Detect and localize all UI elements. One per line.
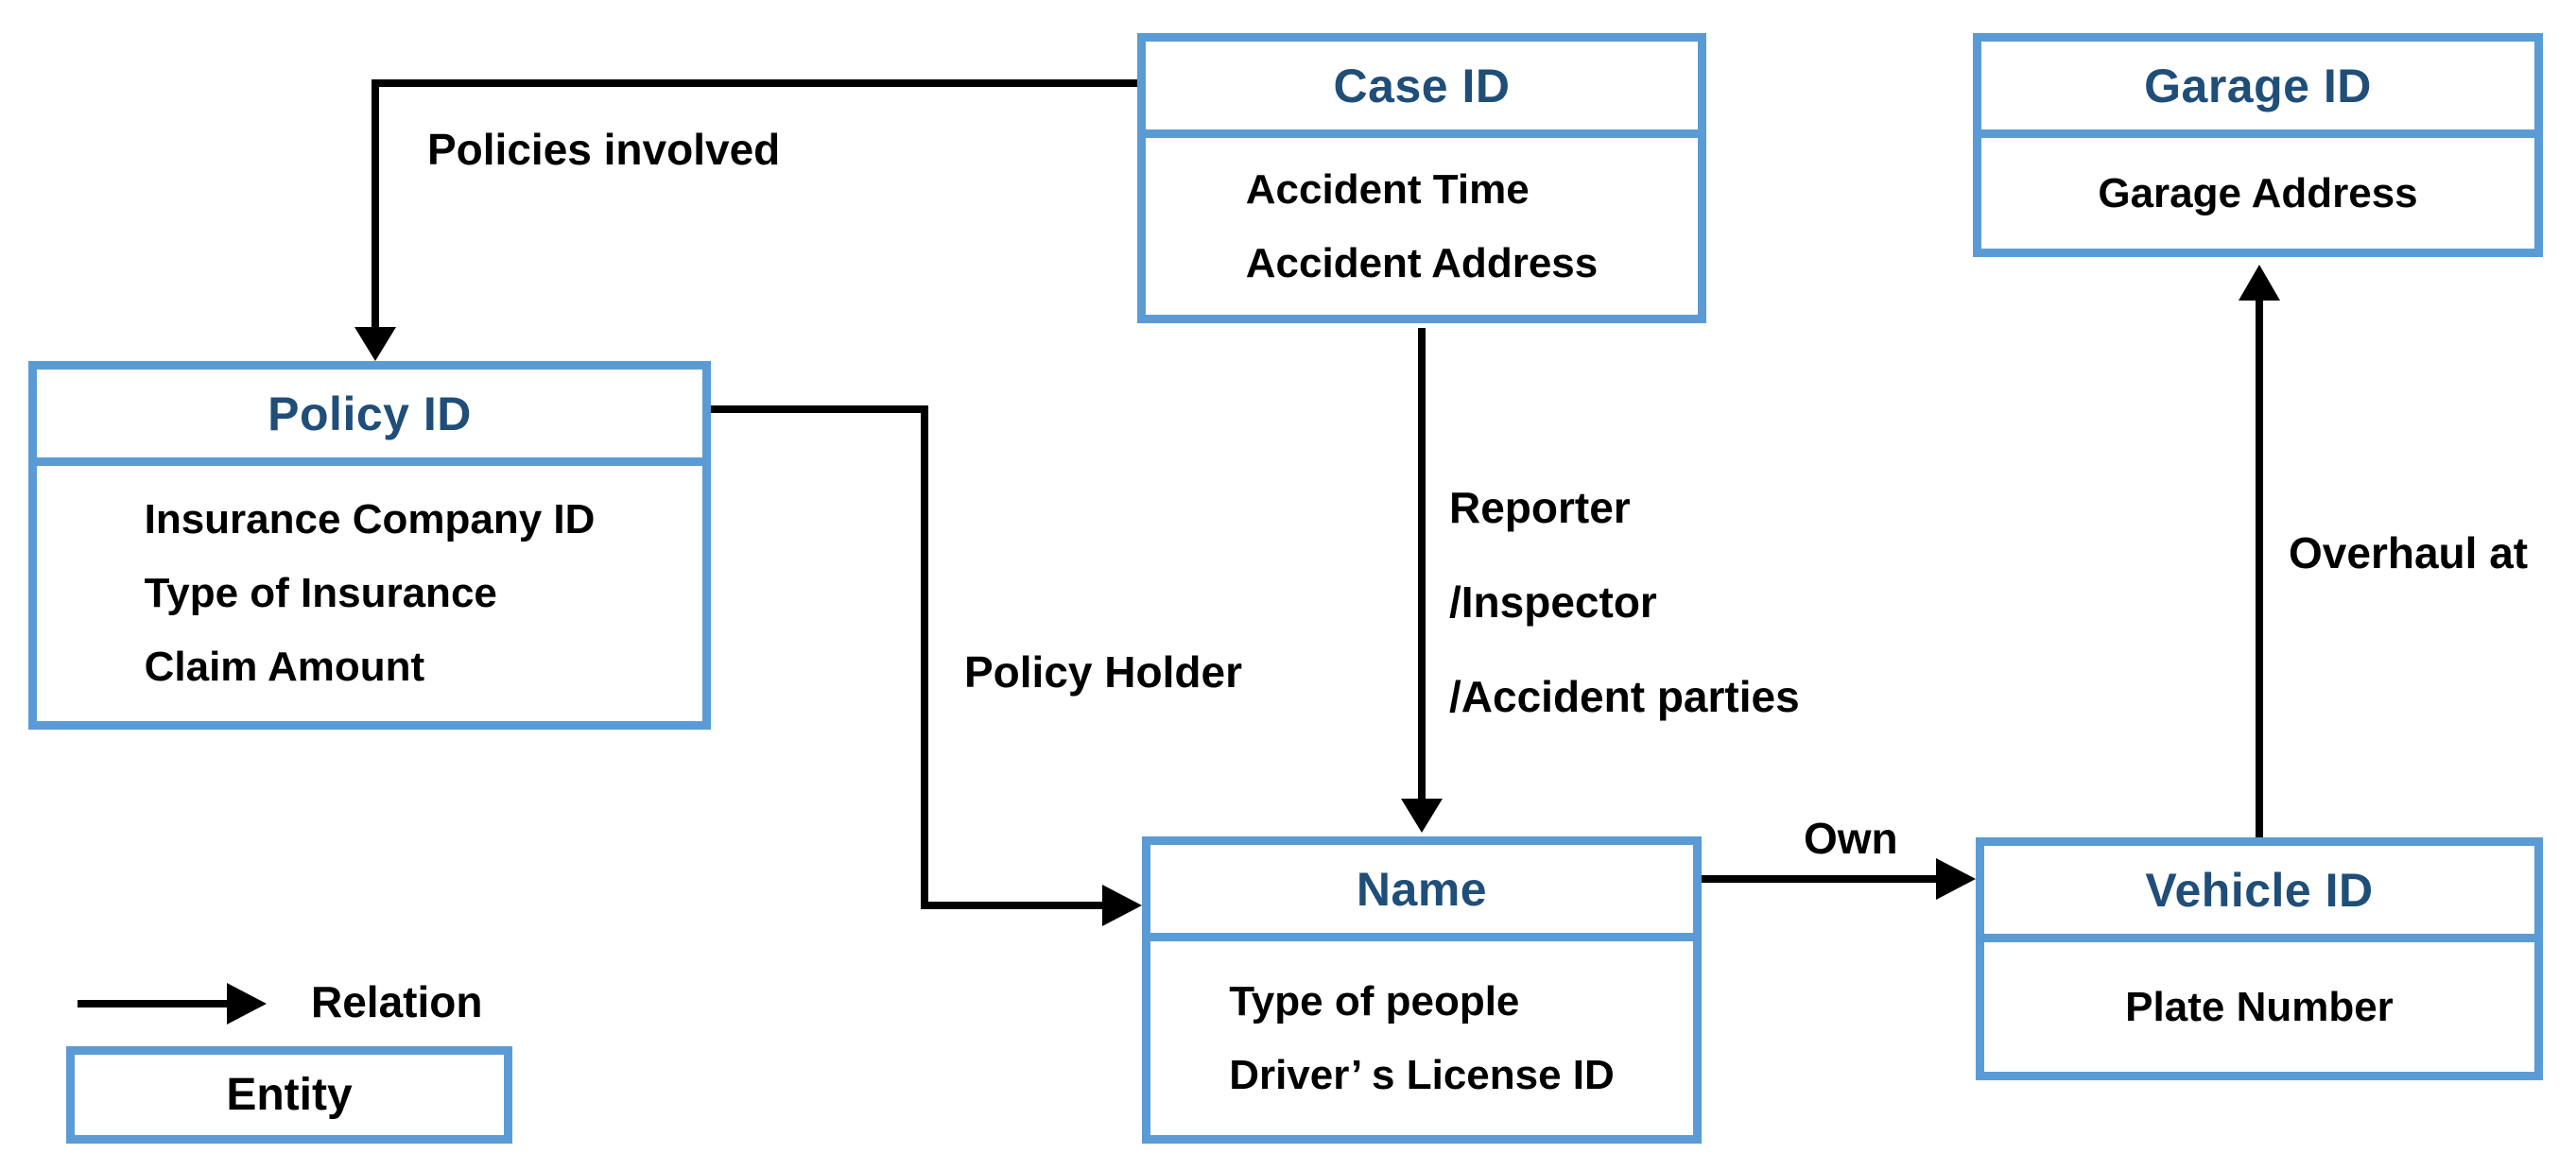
relation-policies-involved-arrowhead-icon: [354, 327, 396, 361]
relation-policy-holder-arrowhead-icon: [1102, 885, 1142, 926]
relation-reporter-arrowhead-icon: [1401, 799, 1443, 833]
relation-label-line: /Accident parties: [1449, 672, 1800, 721]
entity-name-body: Type of people Driver’ s License ID: [1150, 941, 1693, 1135]
entity-case-body: Accident Time Accident Address: [1146, 138, 1698, 315]
entity-case: Case ID Accident Time Accident Address: [1137, 33, 1706, 323]
entity-attribute: Insurance Company ID: [144, 496, 596, 542]
relation-policy-holder-line-horizontal-1: [711, 405, 928, 413]
entity-vehicle-title: Vehicle ID: [1984, 846, 2534, 942]
relation-label-policy-holder: Policy Holder: [964, 647, 1242, 697]
entity-attribute: Accident Address: [1245, 239, 1599, 286]
relation-label-overhaul-at: Overhaul at: [2289, 528, 2529, 577]
relation-overhaul-arrowhead-icon: [2239, 265, 2280, 301]
relation-policy-holder-line-horizontal-2: [921, 902, 1102, 909]
relation-policies-involved-line-horizontal: [372, 79, 1137, 87]
legend-entity-label: Entity: [226, 1070, 353, 1120]
entity-vehicle-body: Plate Number: [1984, 942, 2534, 1072]
entity-attribute: Claim Amount: [144, 644, 425, 690]
relation-label-own: Own: [1804, 814, 1898, 863]
entity-case-title: Case ID: [1146, 42, 1698, 138]
relation-reporter-line-vertical: [1418, 328, 1426, 799]
entity-policy-body: Insurance Company ID Type of Insurance C…: [37, 466, 702, 721]
entity-name: Name Type of people Driver’ s License ID: [1142, 836, 1702, 1144]
entity-attribute: Garage Address: [2098, 169, 2418, 216]
entity-attribute: Driver’ s License ID: [1229, 1051, 1615, 1098]
entity-policy: Policy ID Insurance Company ID Type of I…: [28, 361, 711, 730]
entity-vehicle: Vehicle ID Plate Number: [1976, 837, 2543, 1080]
legend-relation-label: Relation: [311, 977, 483, 1026]
entity-garage: Garage ID Garage Address: [1973, 33, 2543, 257]
relation-policies-involved-line-vertical: [372, 79, 379, 327]
entity-policy-title: Policy ID: [37, 370, 702, 466]
entity-name-title: Name: [1150, 845, 1693, 941]
relation-label-line: Reporter: [1449, 483, 1631, 532]
relation-label-reporter-inspector-parties: Reporter /Inspector /Accident parties: [1449, 460, 1800, 744]
entity-attribute: Type of people: [1229, 977, 1520, 1025]
legend-entity-box: Entity: [66, 1046, 512, 1144]
entity-attribute: Plate Number: [2125, 983, 2394, 1030]
relation-policy-holder-line-vertical: [921, 405, 928, 909]
entity-attribute: Accident Time: [1245, 165, 1530, 213]
entity-attribute: Type of Insurance: [144, 570, 497, 616]
relation-overhaul-line-vertical: [2256, 299, 2263, 837]
relation-own-line-horizontal: [1702, 875, 1936, 883]
legend-relation-arrow-line: [78, 1000, 234, 1007]
relation-own-arrowhead-icon: [1936, 858, 1976, 900]
relation-label-line: /Inspector: [1449, 577, 1657, 627]
legend-relation-arrow-icon: [227, 983, 267, 1025]
entity-garage-body: Garage Address: [1981, 138, 2534, 249]
relation-label-policies-involved: Policies involved: [427, 125, 781, 174]
entity-garage-title: Garage ID: [1981, 42, 2534, 138]
